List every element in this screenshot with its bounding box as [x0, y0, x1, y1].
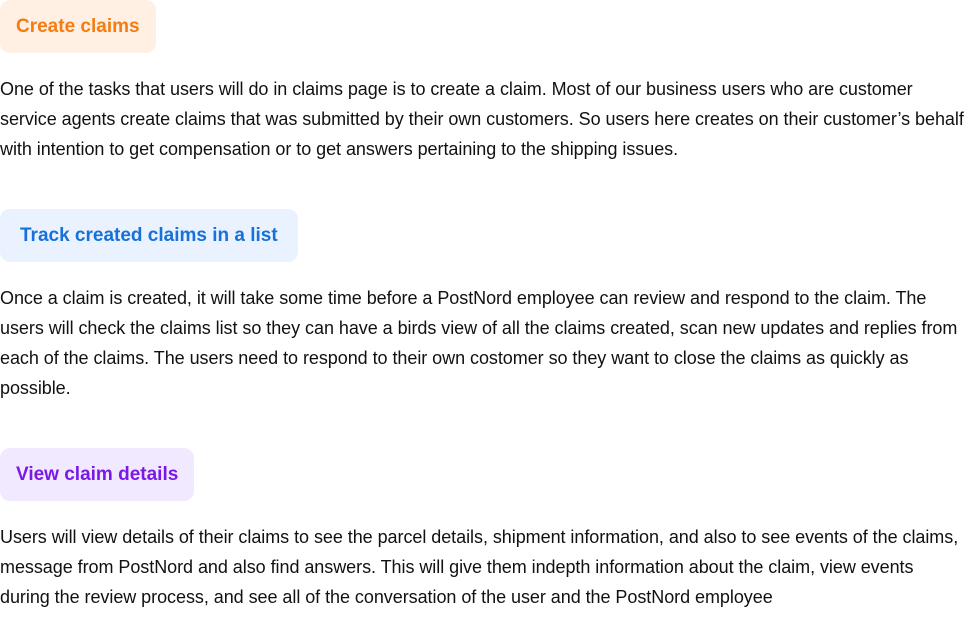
- create-claims-description: One of the tasks that users will do in c…: [0, 79, 964, 159]
- section-view-claim-details: View claim details Users will view detai…: [0, 448, 968, 612]
- view-claim-details-tag: View claim details: [0, 448, 195, 501]
- section-track-claims: Track created claims in a list Once a cl…: [0, 209, 968, 403]
- view-claim-details-description: Users will view details of their claims …: [0, 527, 959, 607]
- track-claims-tag: Track created claims in a list: [0, 209, 298, 262]
- section-create-claims: Create claims One of the tasks that user…: [0, 0, 968, 164]
- create-claims-tag: Create claims: [0, 0, 156, 53]
- track-claims-description: Once a claim is created, it will take so…: [0, 288, 958, 398]
